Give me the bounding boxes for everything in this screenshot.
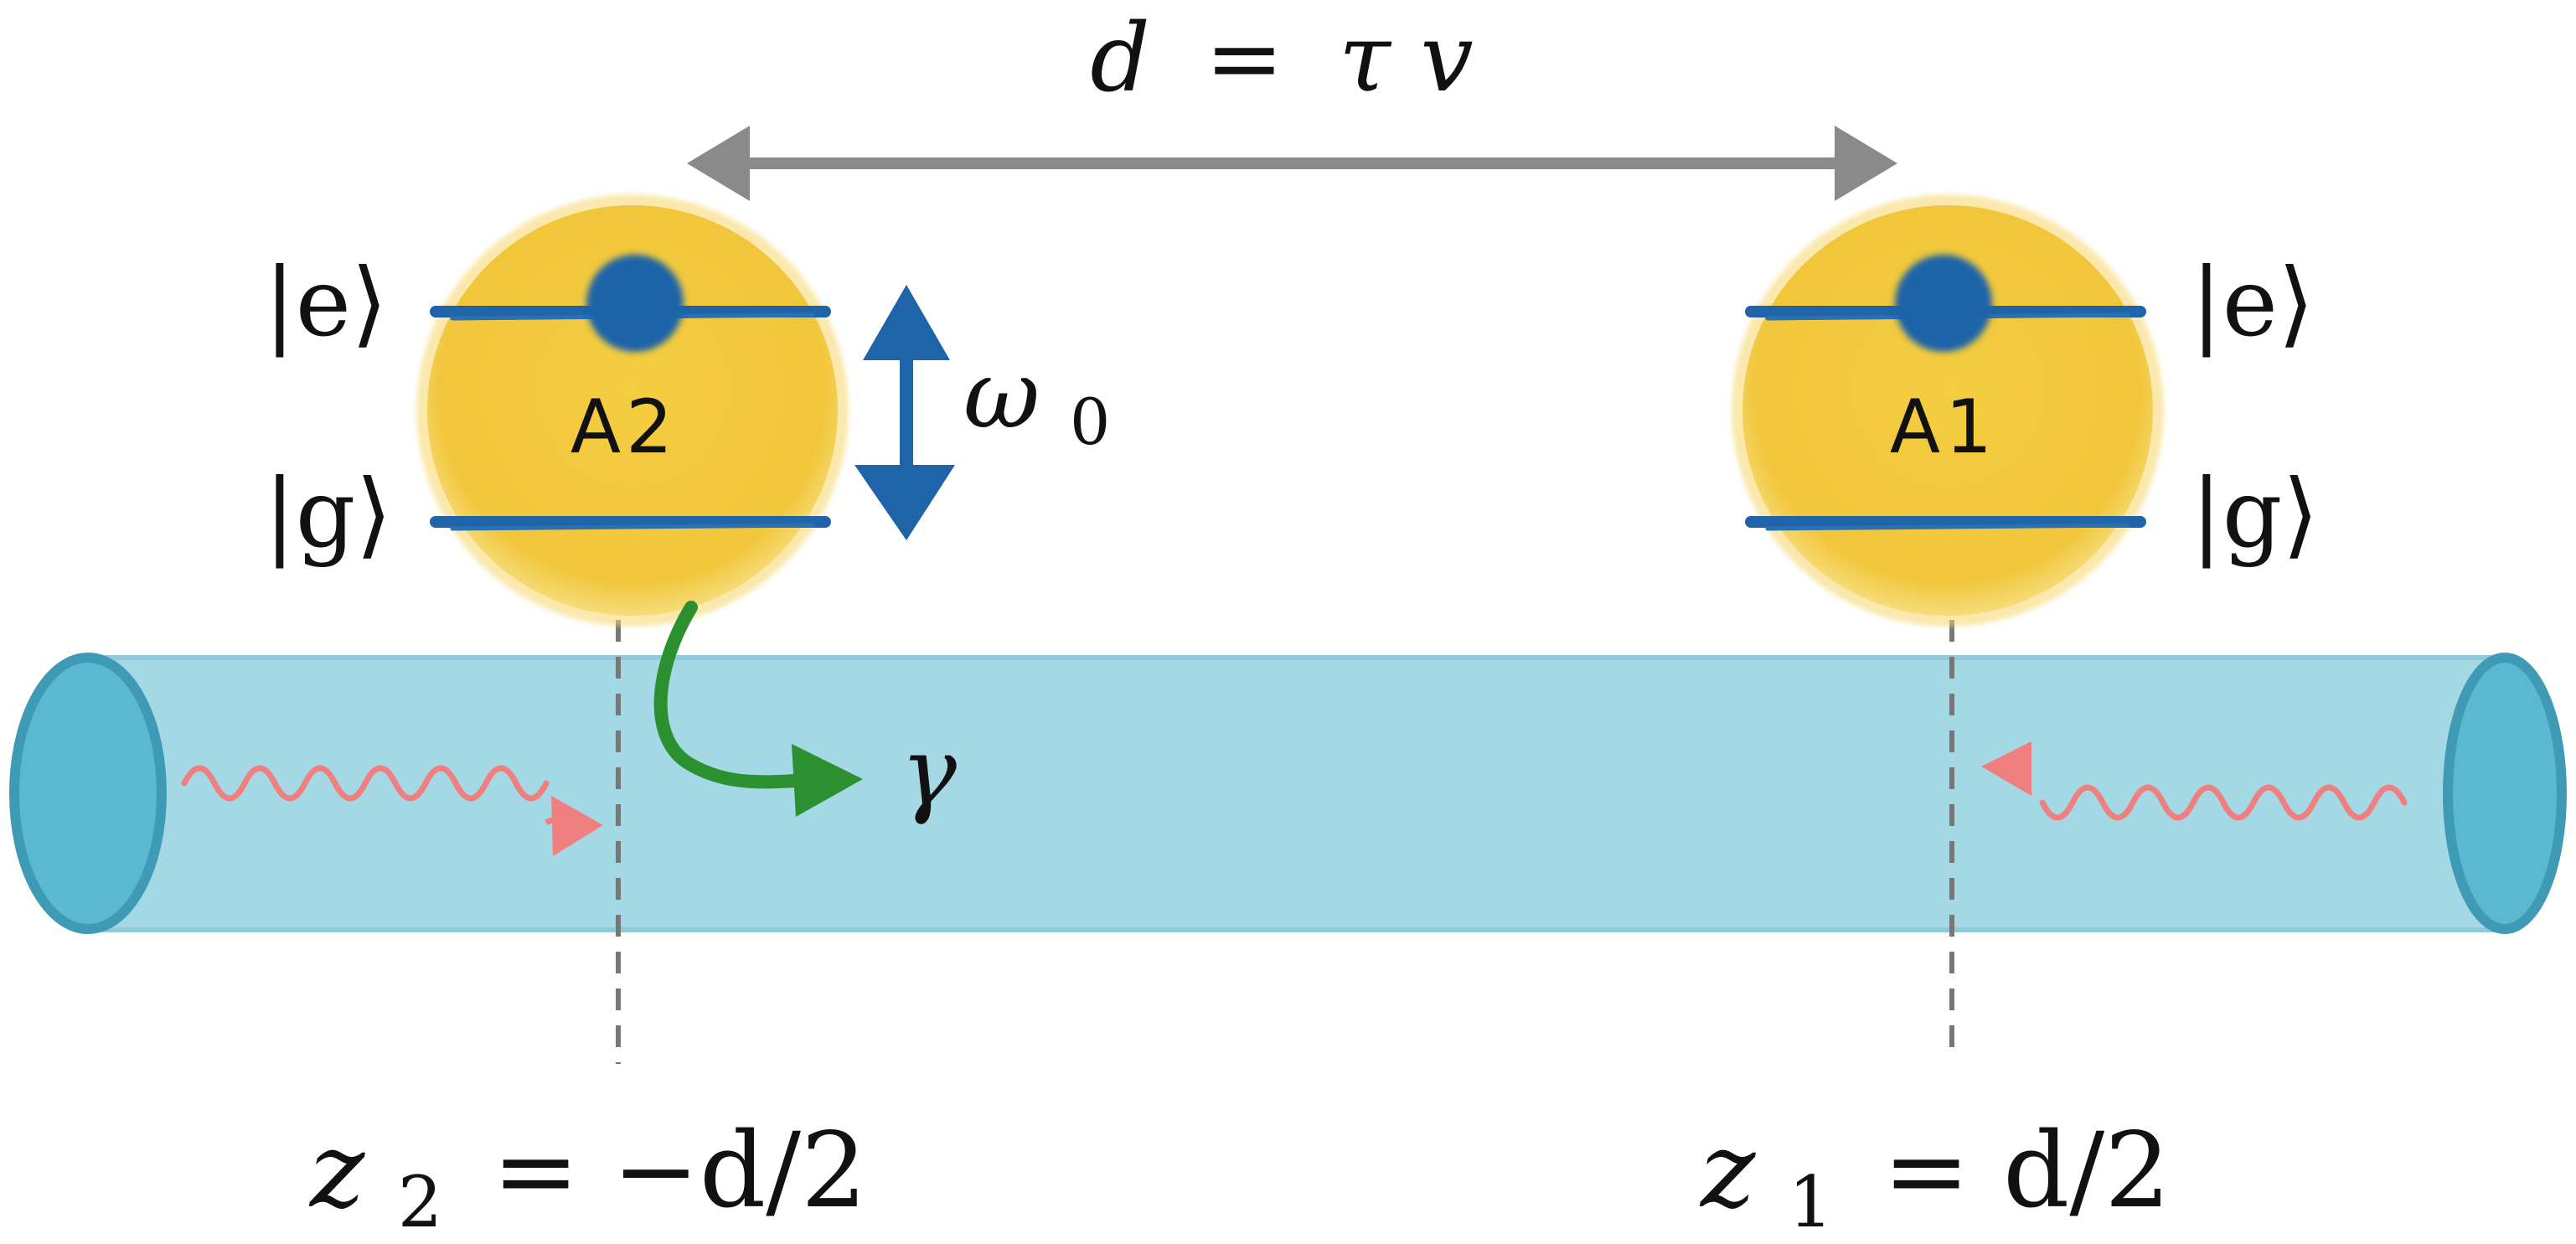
decay-rate-label: γ	[901, 718, 958, 827]
atom-label-a2: A2	[570, 384, 678, 470]
omega-symbol: ω	[963, 341, 1040, 450]
atom-label-a1: A1	[1890, 384, 1997, 470]
electron-a1	[1895, 255, 1992, 352]
position-rhs-a1: = d/2	[1883, 1111, 2171, 1231]
transition-frequency-label: ω 0	[963, 341, 1110, 459]
waveguide-left-end	[9, 653, 167, 934]
distance-label: d = τ v	[1090, 4, 1474, 113]
waveguide	[9, 653, 2567, 934]
velocity-symbol: v	[1421, 4, 1474, 113]
tau-symbol: τ	[1339, 4, 1392, 113]
transition-arrow	[854, 285, 955, 540]
excited-state-label-a1: |e⟩	[2191, 249, 2315, 358]
atom-a2: A2	[416, 194, 849, 627]
photon-right-incoming	[1981, 741, 2408, 821]
electron-a2	[586, 255, 684, 352]
ground-state-label-a1: |g⟩	[2191, 460, 2319, 569]
ground-level-a2	[430, 516, 831, 531]
excited-state-label-a2: |e⟩	[264, 249, 388, 358]
position-sub-a2: 2	[398, 1161, 442, 1243]
position-label-a2: z 2 = −d/2	[308, 1111, 867, 1244]
waveguide-right-end	[2443, 653, 2567, 934]
photon-left-incoming	[181, 765, 603, 856]
ground-state-label-a2: |g⟩	[264, 460, 392, 569]
equals-sign: =	[1205, 4, 1284, 113]
ground-level-a1	[1745, 516, 2146, 531]
distance-arrow	[687, 126, 1897, 201]
atom-a1: A1	[1732, 194, 2164, 627]
position-z-a2: z	[308, 1111, 365, 1231]
distance-symbol: d	[1090, 4, 1150, 113]
decay-arrow	[653, 601, 863, 817]
omega-subscript: 0	[1070, 385, 1110, 459]
position-z-a1: z	[1699, 1111, 1756, 1231]
position-sub-a1: 1	[1789, 1161, 1833, 1243]
position-rhs-a2: = −d/2	[493, 1111, 867, 1231]
position-label-a1: z 1 = d/2	[1699, 1111, 2171, 1244]
